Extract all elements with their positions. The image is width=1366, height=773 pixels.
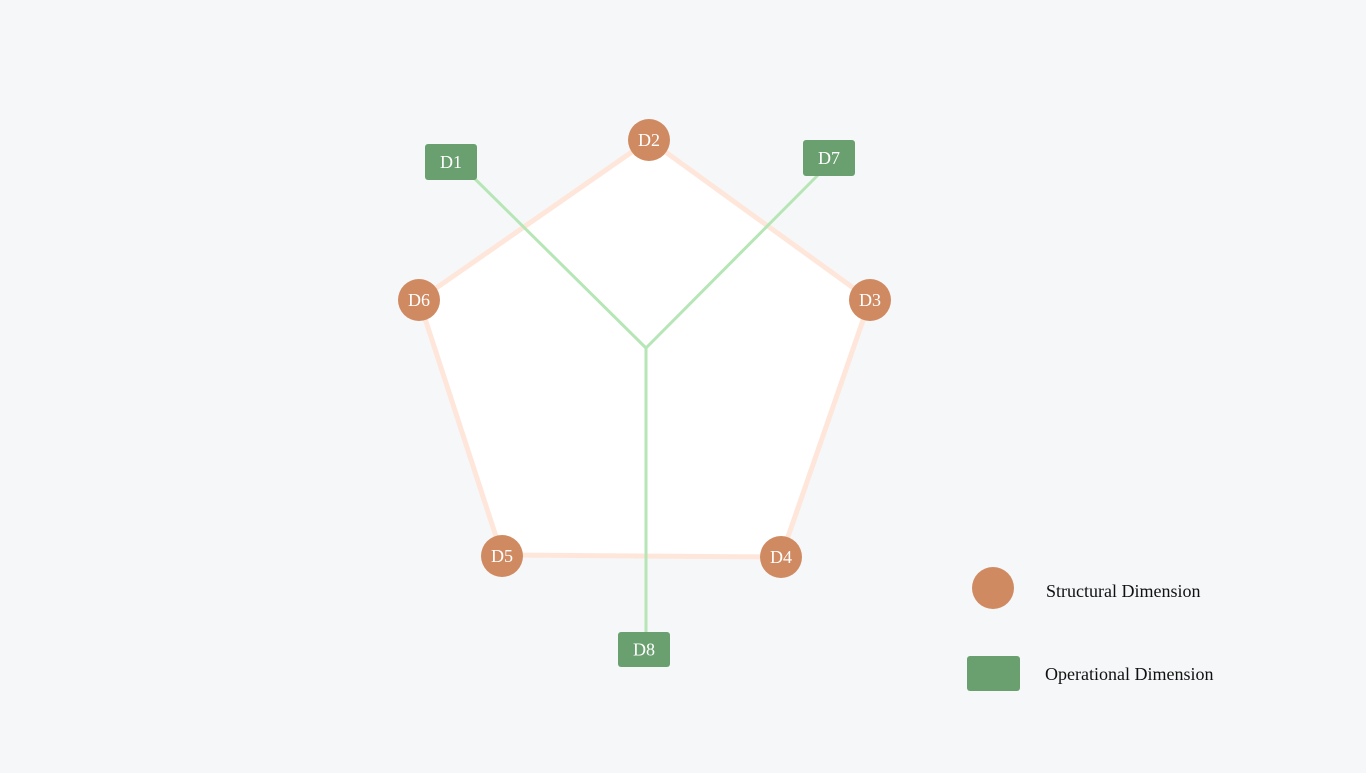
edge-d6-d2 (416, 137, 652, 303)
node-d6-label: D6 (408, 290, 430, 310)
structural-legend-icon (972, 567, 1014, 609)
node-d8[interactable]: D8 (618, 632, 670, 667)
legend-item-operational: Operational Dimension (967, 656, 1213, 691)
connector-d7-hub (644, 169, 824, 350)
operational-legend-icon (967, 656, 1020, 691)
node-d2-circle (628, 119, 670, 161)
node-d4-label: D4 (770, 547, 792, 567)
node-d2-label: D2 (638, 130, 660, 150)
edge-d5-d6 (416, 297, 505, 558)
legend-operational-label: Operational Dimension (1045, 664, 1213, 684)
edge-d2-d3 (646, 137, 873, 303)
node-d4[interactable]: D4 (760, 536, 802, 578)
legend-structural-label: Structural Dimension (1046, 581, 1200, 601)
node-d6-circle (398, 279, 440, 321)
connector-d1-hub (468, 172, 648, 350)
pentagon-edges (416, 137, 873, 560)
node-d1-box (425, 144, 477, 180)
node-d5-label: D5 (491, 546, 513, 566)
node-d5[interactable]: D5 (481, 535, 523, 577)
node-d4-circle (760, 536, 802, 578)
node-d8-label: D8 (633, 640, 655, 660)
node-d7[interactable]: D7 (803, 140, 855, 176)
node-d7-box (803, 140, 855, 176)
node-d6[interactable]: D6 (398, 279, 440, 321)
node-d7-label: D7 (818, 148, 840, 168)
edge-d3-d4 (778, 297, 873, 560)
node-d2[interactable]: D2 (628, 119, 670, 161)
node-d5-circle (481, 535, 523, 577)
node-d3-label: D3 (859, 290, 881, 310)
node-d1[interactable]: D1 (425, 144, 477, 180)
node-d3-circle (849, 279, 891, 321)
operational-connectors (468, 169, 824, 636)
legend-item-structural: Structural Dimension (972, 567, 1200, 609)
legend: Structural Dimension Operational Dimensi… (967, 567, 1213, 691)
node-d8-box (618, 632, 670, 667)
node-d3[interactable]: D3 (849, 279, 891, 321)
edge-d4-d5 (499, 552, 784, 560)
node-d1-label: D1 (440, 152, 462, 172)
